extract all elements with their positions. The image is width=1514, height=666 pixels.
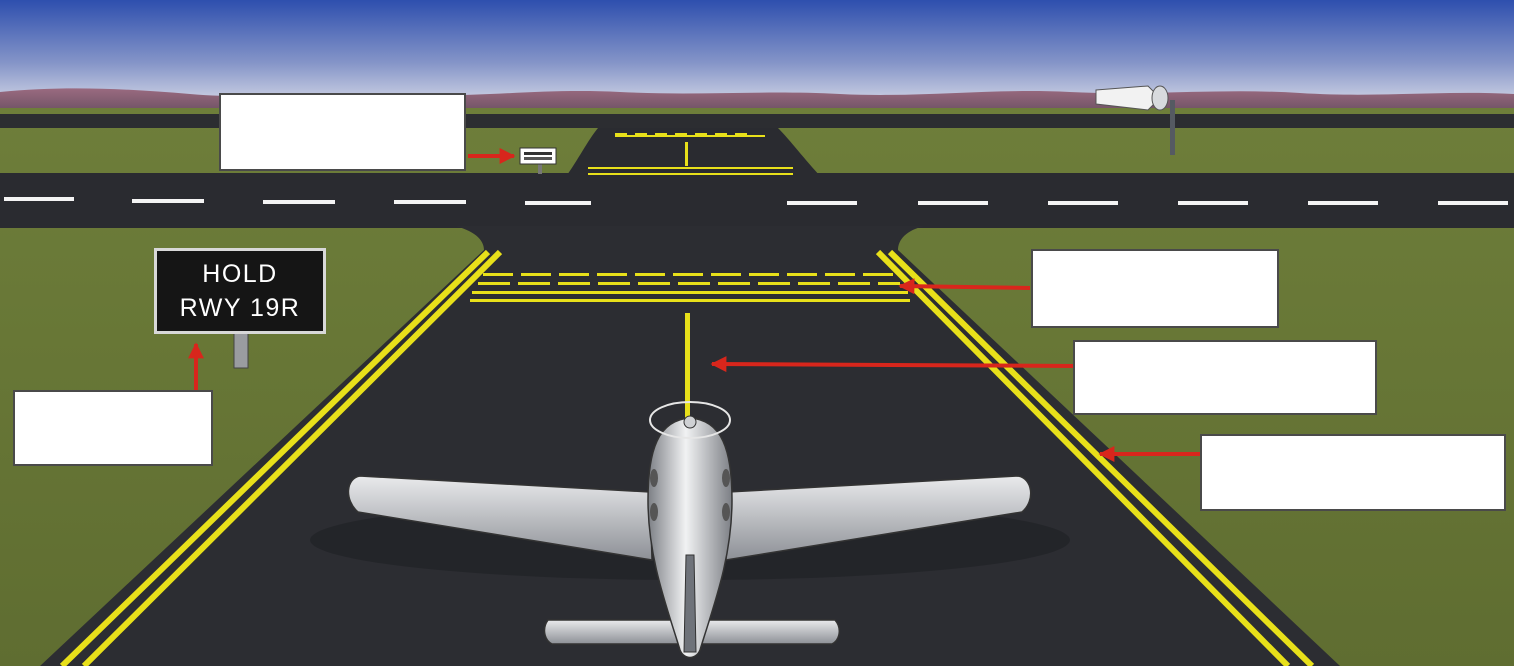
small-runway-sign: [519, 147, 557, 174]
sky: [0, 0, 1514, 105]
label-box-hold-position-markings[interactable]: [1031, 249, 1279, 328]
upper-taxiway: [565, 128, 822, 178]
aircraft-fuselage: [647, 417, 733, 659]
windsock: [1095, 85, 1175, 155]
label-box-taxiway-centerline[interactable]: [1073, 340, 1377, 415]
arrow-to-centerline: [710, 356, 1075, 373]
hold-position-markings: [470, 273, 910, 302]
upper-hold-markings: [588, 133, 793, 175]
hold-sign-line1: HOLD: [202, 260, 278, 288]
arrow-to-hold-markings: [898, 278, 1031, 295]
aircraft: [347, 401, 1032, 659]
label-box-taxiway-edge-markings[interactable]: [1200, 434, 1506, 511]
taxiway-edge-markings: [59, 249, 1315, 666]
label-box-runway-sign[interactable]: [219, 93, 466, 171]
label-box-hold-position-sign[interactable]: [13, 390, 213, 466]
hold-sign-post: [233, 331, 249, 369]
hold-sign-line2: RWY 19R: [179, 294, 301, 322]
taxiway-centerline: [685, 313, 690, 418]
propeller-arc: [649, 401, 731, 439]
runway-centerline: [4, 197, 1508, 205]
hold-position-sign: HOLD RWY 19R: [154, 248, 326, 334]
aircraft-right-wing: [725, 475, 1032, 561]
aircraft-left-wing: [347, 475, 653, 561]
callout-arrows: [188, 148, 1200, 462]
runway: [0, 173, 1514, 228]
